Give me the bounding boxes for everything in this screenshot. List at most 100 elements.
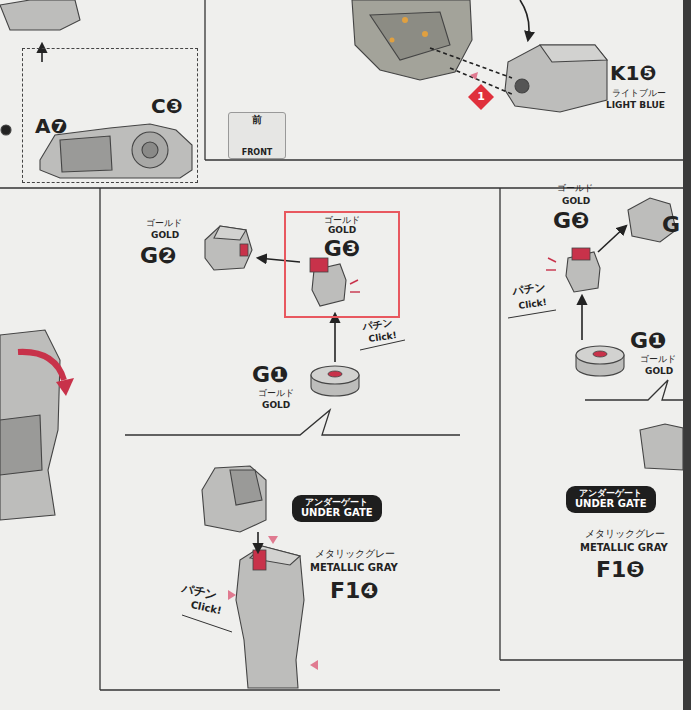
red-socket <box>240 244 248 256</box>
part-drawing <box>132 132 168 168</box>
click-mark <box>350 280 358 284</box>
panel-line <box>0 0 683 690</box>
node-text: GOLD <box>328 225 356 235</box>
part-label: GOLD <box>151 230 179 240</box>
click-banner-line <box>508 310 556 318</box>
part-label: ゴールド <box>640 354 676 364</box>
page-edge <box>683 0 691 710</box>
part-drawing <box>205 226 252 270</box>
part-label: Click! <box>518 297 547 311</box>
part-drawing <box>640 424 683 470</box>
part-label: パチン <box>512 281 546 298</box>
part-drawing <box>0 415 42 475</box>
part-drawing <box>422 31 428 37</box>
part-label: METALLIC GRAY <box>310 562 398 574</box>
part-label: ライトブルー <box>612 88 666 98</box>
panel-line <box>499 188 500 660</box>
node-text: UNDER GATE <box>575 498 647 510</box>
part-drawing <box>0 0 683 688</box>
part-drawing <box>390 38 395 43</box>
click-mark <box>546 269 556 270</box>
part-group-box: A❼ C❸ <box>22 48 198 183</box>
panel-line <box>500 659 683 660</box>
part-label: ゴールド <box>258 388 294 398</box>
gate-mark <box>228 590 236 600</box>
assembly-arrow <box>42 0 626 552</box>
part-label: METALLIC GRAY <box>580 542 668 554</box>
part-drawing <box>1 125 11 135</box>
part-label: Click! <box>190 599 223 617</box>
assembly-arrow <box>258 258 300 262</box>
assembly-arrow <box>520 0 529 40</box>
under-gate-badge: アンダーゲートUNDER GATE <box>566 486 656 513</box>
part-label: GOLD <box>262 400 290 410</box>
node-text: C❸ <box>151 95 183 118</box>
node-text: ゴールド <box>324 215 360 225</box>
part-number: F1❹ <box>330 578 379 603</box>
assembly-arrow <box>581 296 583 340</box>
highlight-box: ゴールドGOLDG❸ <box>284 211 400 318</box>
part-drawing <box>402 17 408 23</box>
node-text: A❼ <box>35 115 67 138</box>
part-label: ゴールド <box>557 183 593 193</box>
part-drawing <box>214 226 246 240</box>
assembly-arrow <box>41 44 43 62</box>
red-socket <box>240 244 607 570</box>
assembly-arrow <box>430 48 512 78</box>
click-banner-line <box>182 615 232 632</box>
panel-line <box>204 0 205 160</box>
part-number: F1❺ <box>596 557 645 582</box>
part-number: G❸ <box>553 208 590 233</box>
panel-line <box>585 380 683 400</box>
part-label: LIGHT BLUE <box>606 100 665 110</box>
gate-mark <box>228 72 478 670</box>
gate-mark <box>268 536 278 544</box>
click-mark <box>350 291 360 292</box>
part-label: ゴールド <box>146 218 182 228</box>
part-label: パチン <box>362 317 393 333</box>
part-number: G <box>662 212 680 237</box>
part-drawing <box>540 45 607 62</box>
part-drawing <box>576 346 624 364</box>
panel-line <box>99 188 100 690</box>
part-drawing <box>505 45 607 112</box>
part-label: Click! <box>368 330 397 344</box>
red-socket <box>253 550 266 570</box>
red-socket <box>593 351 607 357</box>
part-label: GOLD <box>562 196 590 206</box>
assembly-arrow <box>598 226 626 252</box>
part-drawing <box>236 546 304 688</box>
under-gate-badge: アンダーゲートUNDER GATE <box>292 495 382 522</box>
node-text: FRONT <box>242 148 273 157</box>
front-icon: 前 FRONT <box>228 112 286 159</box>
gate-mark <box>470 72 478 80</box>
part-label: GOLD <box>645 366 673 376</box>
part-drawing <box>0 0 80 30</box>
assembly-arrow <box>334 314 336 362</box>
part-label: メタリックグレー <box>315 548 395 560</box>
node-text: アンダーゲート <box>579 488 642 498</box>
red-socket <box>328 371 342 377</box>
gate-mark <box>310 660 318 670</box>
part-drawing <box>370 12 450 60</box>
panel-line <box>100 689 500 690</box>
part-drawing <box>515 79 529 93</box>
node-text: UNDER GATE <box>301 507 373 519</box>
click-banner-line <box>182 310 556 632</box>
page-edge <box>683 0 691 710</box>
assembly-arrow <box>257 532 259 552</box>
node-text: アンダーゲート <box>305 497 368 507</box>
node-text: 1 <box>477 91 485 104</box>
node-text: 前 <box>252 114 262 126</box>
diamond-fill <box>468 84 494 110</box>
rotate-arrow <box>56 378 74 396</box>
rotate-arrow <box>18 352 64 380</box>
part-number: K1❺ <box>610 62 656 85</box>
part-drawing <box>202 466 266 532</box>
rotate-arrow <box>18 352 74 396</box>
part-number: G❷ <box>140 243 177 268</box>
part-number: G❶ <box>630 328 667 353</box>
step-diamond: 1 <box>468 84 494 110</box>
part-drawing <box>230 470 262 505</box>
